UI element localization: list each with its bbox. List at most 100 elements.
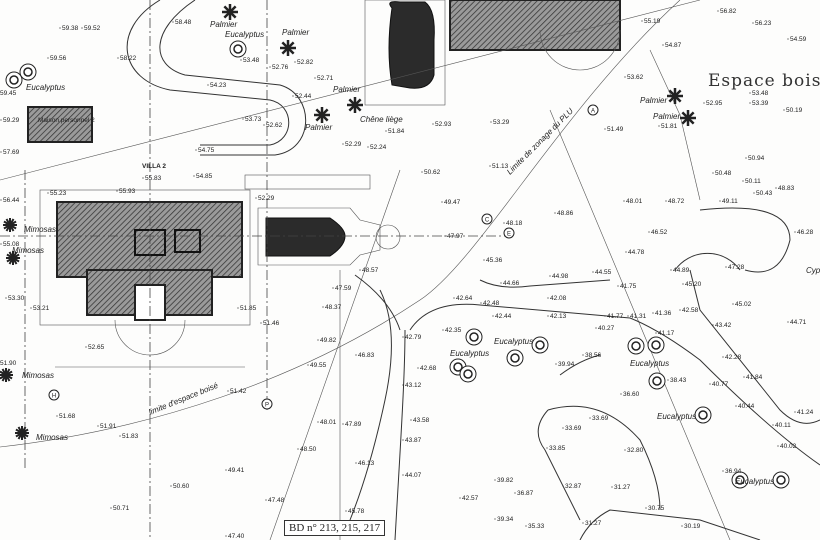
survey-point xyxy=(595,327,597,329)
spot-elevation: 43.42 xyxy=(715,322,732,329)
eucalyptus-label: Eucalyptus xyxy=(26,83,65,92)
survey-point xyxy=(562,485,564,487)
eucalyptus-label: Eucalyptus xyxy=(450,349,489,358)
spot-elevation: 42.44 xyxy=(495,313,512,320)
spot-elevation: 35.33 xyxy=(528,523,545,530)
survey-point xyxy=(742,180,744,182)
survey-point xyxy=(172,21,174,23)
spot-elevation: 39.94 xyxy=(558,361,575,368)
spot-elevation: 48.01 xyxy=(626,198,643,205)
survey-point xyxy=(624,449,626,451)
spot-elevation: 50.43 xyxy=(756,190,773,197)
spot-elevation: 36.87 xyxy=(517,490,534,497)
spot-elevation: 51.83 xyxy=(122,433,139,440)
spot-elevation: 56.44 xyxy=(3,197,20,204)
survey-point xyxy=(225,469,227,471)
palmier-label: Palmier xyxy=(653,112,680,121)
survey-point xyxy=(30,307,32,309)
spot-elevation: 52.29 xyxy=(258,195,275,202)
grid-marker-c: C xyxy=(481,213,493,225)
survey-point xyxy=(0,243,2,245)
spot-elevation: 43.87 xyxy=(405,437,422,444)
survey-point xyxy=(410,419,412,421)
survey-point xyxy=(85,346,87,348)
svg-text:E: E xyxy=(507,232,511,238)
spot-elevation: 57.69 xyxy=(3,149,20,156)
survey-point xyxy=(562,427,564,429)
survey-point xyxy=(489,165,491,167)
survey-point xyxy=(355,354,357,356)
spot-elevation: 52.82 xyxy=(297,59,314,66)
survey-point xyxy=(620,393,622,395)
survey-point xyxy=(269,66,271,68)
spot-elevation: 53.73 xyxy=(245,116,262,123)
spot-elevation: 40.77 xyxy=(712,381,729,388)
spot-elevation: 52.24 xyxy=(370,144,387,151)
spot-elevation: 42.57 xyxy=(462,495,479,502)
spot-elevation: 52.44 xyxy=(295,93,312,100)
villa-label: VILLA 2 xyxy=(142,163,166,170)
spot-elevation: 44.71 xyxy=(790,319,807,326)
spot-elevation: 53.39 xyxy=(752,100,769,107)
spot-elevation: 52.71 xyxy=(317,75,334,82)
survey-point xyxy=(743,376,745,378)
spot-elevation: 53.62 xyxy=(627,74,644,81)
mimosas-label: Mimosas xyxy=(12,246,44,255)
palm-tree-icon xyxy=(314,107,330,123)
survey-point xyxy=(554,212,556,214)
limite-zonage-line xyxy=(0,0,701,181)
eucalyptus-tree-icon xyxy=(648,372,666,390)
spot-elevation: 47.28 xyxy=(728,264,745,271)
spot-elevation: 55.08 xyxy=(3,241,20,248)
spot-elevation: 41.24 xyxy=(797,409,814,416)
spot-elevation: 55.19 xyxy=(644,18,661,25)
spot-elevation: 51.49 xyxy=(607,126,624,133)
spot-elevation: 53.29 xyxy=(493,119,510,126)
survey-point xyxy=(417,367,419,369)
spot-elevation: 53.30 xyxy=(8,295,25,302)
villa-steps xyxy=(114,319,186,356)
survey-point xyxy=(725,266,727,268)
survey-point xyxy=(592,271,594,273)
survey-point xyxy=(441,201,443,203)
spot-elevation: 42.48 xyxy=(483,300,500,307)
spot-elevation: 51.85 xyxy=(240,305,257,312)
survey-point xyxy=(722,470,724,472)
eucalyptus-tree-icon xyxy=(5,71,23,89)
palmier-label: Palmier xyxy=(333,85,360,94)
survey-point xyxy=(719,200,721,202)
spot-elevation: 42.79 xyxy=(405,334,422,341)
survey-point xyxy=(624,76,626,78)
survey-point xyxy=(667,379,669,381)
survey-point xyxy=(652,312,654,314)
mimosa-tree-icon xyxy=(6,251,20,265)
spot-elevation: 46.28 xyxy=(797,229,814,236)
spot-elevation: 53.48 xyxy=(752,90,769,97)
spot-elevation: 59.52 xyxy=(84,25,101,32)
survey-point xyxy=(116,190,118,192)
survey-point xyxy=(227,390,229,392)
spot-elevation: 50.62 xyxy=(424,169,441,176)
spot-elevation: 42.68 xyxy=(420,365,437,372)
spot-elevation: 44.89 xyxy=(673,267,690,274)
survey-point xyxy=(110,507,112,509)
limite-espace-boise-line xyxy=(0,0,681,448)
survey-point xyxy=(582,354,584,356)
palmier-label: Palmier xyxy=(305,123,332,132)
spot-elevation: 30.75 xyxy=(648,505,665,512)
spot-elevation: 30.19 xyxy=(684,523,701,530)
survey-point xyxy=(237,307,239,309)
spot-elevation: 59.38 xyxy=(62,25,79,32)
survey-point xyxy=(787,321,789,323)
survey-point xyxy=(662,44,664,46)
survey-point xyxy=(317,339,319,341)
grid-marker-e: E xyxy=(503,227,515,239)
villa-2-roof xyxy=(56,201,243,278)
survey-point xyxy=(717,10,719,12)
survey-point xyxy=(794,411,796,413)
survey-point xyxy=(47,192,49,194)
spot-elevation: 48.57 xyxy=(362,267,379,274)
palm-tree-icon xyxy=(222,4,238,20)
survey-point xyxy=(655,332,657,334)
